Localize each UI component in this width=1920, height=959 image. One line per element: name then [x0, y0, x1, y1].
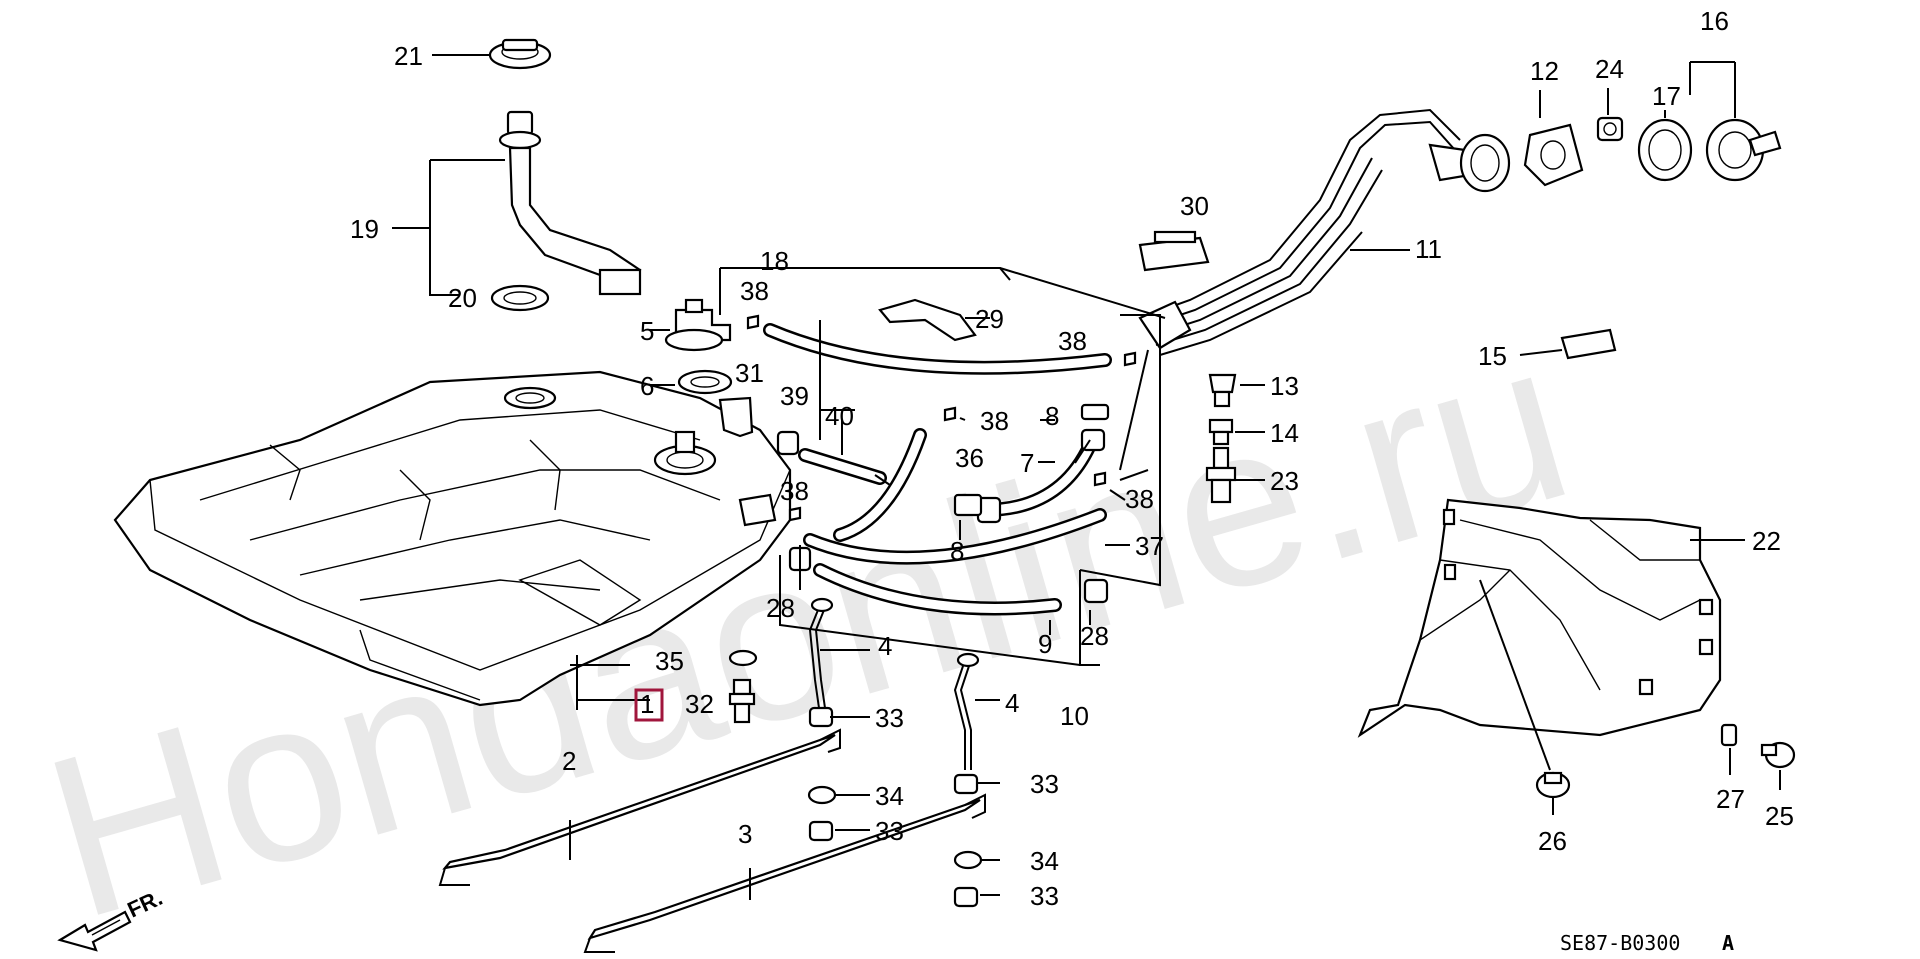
callout-19[interactable]: 19 [350, 214, 379, 244]
callout-34-b[interactable]: 34 [1030, 846, 1059, 876]
clip-8 [953, 403, 1110, 517]
nuts-33-34 [807, 706, 983, 908]
highlighted-part-box [634, 688, 664, 722]
callout-25[interactable]: 25 [1765, 801, 1794, 831]
callout-33-d[interactable]: 33 [1030, 881, 1059, 911]
callout-9[interactable]: 9 [1038, 629, 1052, 659]
diagram-code: SE87-B0300 [1560, 931, 1680, 955]
clip-13 [1208, 373, 1237, 408]
bolt-23 [1205, 446, 1237, 504]
callout-17[interactable]: 17 [1652, 81, 1681, 111]
callout-13[interactable]: 13 [1270, 371, 1299, 401]
callout-7[interactable]: 7 [1020, 448, 1034, 478]
callout-26[interactable]: 26 [1538, 826, 1567, 856]
bracket-31 [718, 396, 754, 438]
hose-9 [813, 563, 1062, 616]
callout-28-left[interactable]: 28 [766, 593, 795, 623]
callout-12[interactable]: 12 [1530, 56, 1559, 86]
grommet-14 [1208, 418, 1234, 446]
callout-33-c[interactable]: 33 [875, 816, 904, 846]
callout-38-right[interactable]: 38 [1125, 484, 1154, 514]
gasket-20 [490, 284, 550, 312]
label-15 [1560, 328, 1617, 360]
callout-11[interactable]: 11 [1415, 234, 1442, 264]
callout-37[interactable]: 37 [1135, 531, 1164, 561]
callout-24[interactable]: 24 [1595, 54, 1624, 84]
strap-2 [438, 728, 841, 886]
callout-33-a[interactable]: 33 [875, 703, 904, 733]
protector-30 [1138, 230, 1210, 272]
callout-numbers: 21 19 20 5 6 18 38 31 39 40 38 29 30 38 … [350, 6, 1794, 911]
gasket-17 [1637, 118, 1693, 182]
callout-28-right[interactable]: 28 [1080, 621, 1109, 651]
front-direction-arrow: FR. [57, 885, 166, 952]
callout-38-mid[interactable]: 38 [1058, 326, 1087, 356]
pipe-4b [953, 652, 980, 770]
callout-36[interactable]: 36 [955, 443, 984, 473]
callout-1[interactable]: 1 [640, 689, 654, 719]
callout-38-center[interactable]: 38 [980, 406, 1009, 436]
callout-6[interactable]: 6 [640, 371, 654, 401]
callout-40[interactable]: 40 [825, 401, 854, 431]
callout-2[interactable]: 2 [562, 746, 576, 776]
callout-29[interactable]: 29 [975, 304, 1004, 334]
callout-33-b[interactable]: 33 [1030, 769, 1059, 799]
fuel-pump-5 [664, 298, 732, 352]
callout-38-left[interactable]: 38 [780, 476, 809, 506]
heat-shield-22 [1357, 498, 1722, 738]
callout-4-left[interactable]: 4 [878, 631, 892, 661]
nut-24 [1596, 116, 1624, 142]
callout-30[interactable]: 30 [1180, 191, 1209, 221]
callout-39[interactable]: 39 [780, 381, 809, 411]
filler-cap-16 [1705, 118, 1782, 182]
diagram-code-suffix: A [1722, 931, 1734, 955]
callout-4-right[interactable]: 4 [1005, 688, 1019, 718]
gasket-6 [677, 369, 733, 395]
lock-ring-21 [488, 38, 552, 70]
clips-38 [746, 314, 1137, 522]
callout-34-a[interactable]: 34 [875, 781, 904, 811]
callout-16[interactable]: 16 [1700, 6, 1729, 36]
callout-3[interactable]: 3 [738, 819, 752, 849]
callout-35[interactable]: 35 [655, 646, 684, 676]
hose-37 [803, 508, 1107, 565]
fuel-filler-pipe-11 [1138, 108, 1511, 356]
fuel-gauge-sending-unit [498, 110, 642, 296]
callout-23[interactable]: 23 [1270, 466, 1299, 496]
clamp-39 [776, 430, 800, 456]
clip-27 [1720, 723, 1738, 747]
strap-3 [583, 793, 986, 953]
callout-15[interactable]: 15 [1478, 341, 1507, 371]
callout-8-top[interactable]: 8 [1045, 401, 1059, 431]
callout-20[interactable]: 20 [448, 283, 477, 313]
gasket-12 [1523, 123, 1584, 187]
callout-5[interactable]: 5 [640, 316, 654, 346]
callout-27[interactable]: 27 [1716, 784, 1745, 814]
callout-31[interactable]: 31 [735, 358, 764, 388]
callout-10[interactable]: 10 [1060, 701, 1089, 731]
hose-18 [763, 323, 1112, 375]
washer-35-bolt-32 [728, 649, 758, 724]
hose-36 [833, 428, 927, 542]
callout-32[interactable]: 32 [685, 689, 714, 719]
callout-38-top[interactable]: 38 [740, 276, 769, 306]
clamp-29 [878, 298, 977, 342]
pipe-4a [808, 597, 834, 716]
callout-18[interactable]: 18 [760, 246, 789, 276]
nut-26 [1535, 771, 1571, 799]
callout-22[interactable]: 22 [1752, 526, 1781, 556]
clamps-28 [788, 546, 1109, 604]
bolt-25 [1760, 741, 1796, 769]
hose-7 [976, 428, 1106, 524]
fuel-tank [113, 370, 792, 707]
callout-21[interactable]: 21 [394, 41, 423, 71]
callout-14[interactable]: 14 [1270, 418, 1299, 448]
hose-40 [798, 448, 887, 485]
leader-lines [392, 54, 1781, 900]
callout-8-bottom[interactable]: 8 [950, 536, 964, 566]
